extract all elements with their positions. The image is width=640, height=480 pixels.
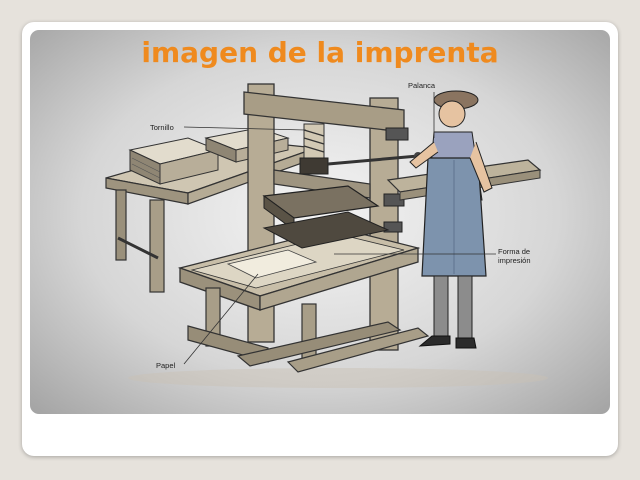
paper-sheet	[226, 249, 318, 279]
label-forma-line1: Forma de	[498, 247, 530, 256]
floor-shadow	[128, 368, 548, 388]
printing-press-illustration: Palanca Tornillo Forma de impresión Pape…	[105, 81, 548, 388]
label-forma-de-impresion: Forma de impresión	[334, 247, 531, 265]
label-palanca-text: Palanca	[408, 81, 436, 90]
label-tornillo-text: Tornillo	[150, 123, 174, 132]
press-screw	[262, 123, 380, 231]
slide-title: imagen de la imprenta	[141, 36, 499, 69]
label-palanca: Palanca	[408, 81, 436, 138]
label-papel-text: Papel	[156, 361, 176, 370]
label-tornillo: Tornillo	[150, 123, 307, 132]
label-forma-line2: impresión	[498, 256, 531, 265]
printer-figure	[409, 90, 493, 349]
label-papel: Papel	[156, 273, 259, 370]
